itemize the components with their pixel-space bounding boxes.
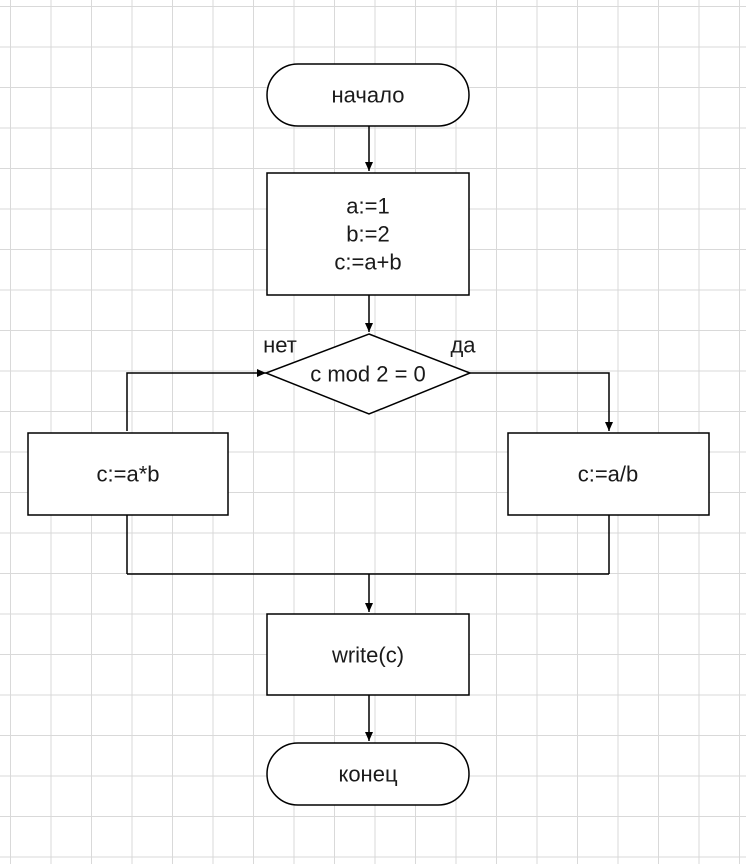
output-process-shape xyxy=(266,613,470,696)
decision: c mod 2 = 0 нет да xyxy=(263,333,476,415)
start-terminal-shape xyxy=(266,63,470,127)
connectors xyxy=(126,126,613,741)
decision-shape xyxy=(263,333,473,415)
end-terminal-shape xyxy=(266,742,470,806)
yes-branch-process: c:=a/b xyxy=(507,432,710,516)
edge-no-branch-to-decision xyxy=(126,369,266,431)
output-process-label: write(c) xyxy=(331,643,404,668)
decision-yes-label: да xyxy=(450,333,476,358)
yes-branch-process-label: c:=a/b xyxy=(578,462,639,487)
assign-process: a:=1 b:=2 c:=a+b xyxy=(266,172,470,296)
assign-line-2: b:=2 xyxy=(346,222,389,247)
start-terminal-label: начало xyxy=(332,83,405,108)
yes-branch-process-shape xyxy=(507,432,710,516)
no-branch-process-label: c:=a*b xyxy=(97,462,160,487)
no-branch-process-shape xyxy=(27,432,229,516)
assign-line-3: c:=a+b xyxy=(334,250,401,275)
decision-no-label: нет xyxy=(263,333,297,358)
edge-decision-yes-to-yes-branch xyxy=(470,372,613,431)
start-terminal: начало xyxy=(266,63,470,127)
decision-label: c mod 2 = 0 xyxy=(310,362,426,387)
no-branch-process: c:=a*b xyxy=(27,432,229,516)
end-terminal-label: конец xyxy=(338,762,397,787)
output-process: write(c) xyxy=(266,613,470,696)
end-terminal: конец xyxy=(266,742,470,806)
assign-process-shape xyxy=(266,172,470,296)
assign-line-1: a:=1 xyxy=(346,194,389,219)
